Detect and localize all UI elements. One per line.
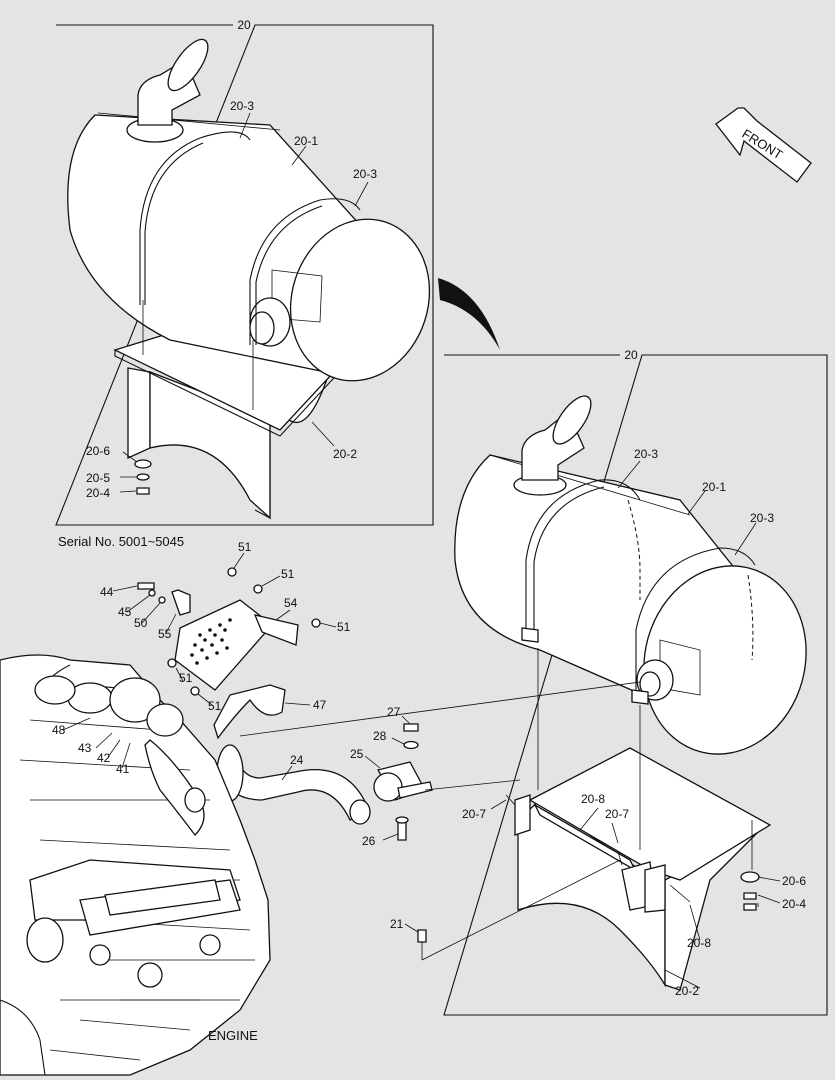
label-41: 41 xyxy=(116,762,130,776)
label-20-2: 20-2 xyxy=(675,984,699,998)
label-20-8: 20-8 xyxy=(581,792,605,806)
washer-28 xyxy=(403,740,419,750)
washer-45 xyxy=(148,589,156,597)
label-51: 51 xyxy=(179,671,193,685)
lower-washer xyxy=(740,871,760,883)
label-20-1: 20-1 xyxy=(702,480,726,494)
label-54: 54 xyxy=(284,596,298,610)
label-51: 51 xyxy=(337,620,351,634)
label-20-3: 20-3 xyxy=(353,167,377,181)
label-47: 47 xyxy=(313,698,327,712)
engine-assembly: ENGINE 51 51 51 51 51 54 44 45 50 55 47 … xyxy=(0,540,641,1076)
lower-panel-frame xyxy=(443,354,828,1016)
upper-nut xyxy=(136,487,150,495)
label-45: 45 xyxy=(118,605,132,619)
label-28: 28 xyxy=(373,729,387,743)
label-20-6: 20-6 xyxy=(782,874,806,888)
bolt-51 xyxy=(311,618,321,628)
upper-band-clamp-rear xyxy=(249,198,361,345)
transition-arrow xyxy=(438,278,500,350)
label-21: 21 xyxy=(390,917,404,931)
upper-muffler-end-cap xyxy=(289,218,431,382)
label-51: 51 xyxy=(281,567,295,581)
label-25: 25 xyxy=(350,747,364,761)
lower-muffler xyxy=(454,395,807,755)
label-27: 27 xyxy=(387,705,401,719)
lower-band-clamp-front xyxy=(525,479,641,630)
label-20-7: 20-7 xyxy=(605,807,629,821)
bolt-51 xyxy=(190,686,200,696)
label-20-3: 20-3 xyxy=(634,447,658,461)
label-20-8: 20-8 xyxy=(687,936,711,950)
front-direction-arrow: FRONT xyxy=(715,107,812,183)
label-24: 24 xyxy=(290,753,304,767)
heat-shield xyxy=(174,599,273,691)
upper-panel-frame xyxy=(55,24,434,526)
label-42: 42 xyxy=(97,751,111,765)
bolt-21 xyxy=(417,929,427,943)
bracket-47 xyxy=(213,684,286,740)
engine-block xyxy=(0,654,271,1076)
label-48: 48 xyxy=(52,723,66,737)
label-55: 55 xyxy=(158,627,172,641)
bolt-51 xyxy=(167,658,177,668)
label-51: 51 xyxy=(238,540,252,554)
turbocharger xyxy=(109,677,161,723)
label-51: 51 xyxy=(208,699,222,713)
lower-nut xyxy=(743,892,757,900)
upper-band-clamp-front xyxy=(139,131,251,305)
upper-washer xyxy=(134,459,152,469)
label-20-1: 20-1 xyxy=(294,134,318,148)
label-44: 44 xyxy=(100,585,114,599)
label-20-4: 20-4 xyxy=(86,486,110,500)
label-20-5: 20-5 xyxy=(86,471,110,485)
upper-panel: 20 xyxy=(55,18,434,526)
lower-muffler-end-cap xyxy=(643,565,807,755)
bolt-44 xyxy=(137,582,155,590)
upper-lock-washer xyxy=(136,473,150,481)
washer-50 xyxy=(158,596,166,604)
label-20-3: 20-3 xyxy=(750,511,774,525)
label-20-3: 20-3 xyxy=(230,99,254,113)
bracket-55 xyxy=(171,589,191,616)
heat-shield-holes xyxy=(190,618,232,665)
serial-number-note: Serial No. 5001~5045 xyxy=(58,534,184,549)
upper-muffler xyxy=(67,38,431,382)
upper-panel-title: 20 xyxy=(237,18,251,32)
label-43: 43 xyxy=(78,741,92,755)
lower-mount-plate xyxy=(528,747,772,881)
label-20-7: 20-7 xyxy=(462,807,486,821)
lower-panel: 20 xyxy=(443,348,828,1016)
engine-label: ENGINE xyxy=(208,1028,258,1043)
label-20-6: 20-6 xyxy=(86,444,110,458)
nut-27 xyxy=(403,723,419,732)
label-50: 50 xyxy=(134,616,148,630)
label-26: 26 xyxy=(362,834,376,848)
lower-support-stand xyxy=(514,747,772,991)
bolt-51 xyxy=(227,567,237,577)
label-20-2: 20-2 xyxy=(333,447,357,461)
lower-panel-title: 20 xyxy=(624,348,638,362)
bracket-54 xyxy=(253,614,299,646)
label-20-4: 20-4 xyxy=(782,897,806,911)
bolt-51 xyxy=(253,584,263,594)
